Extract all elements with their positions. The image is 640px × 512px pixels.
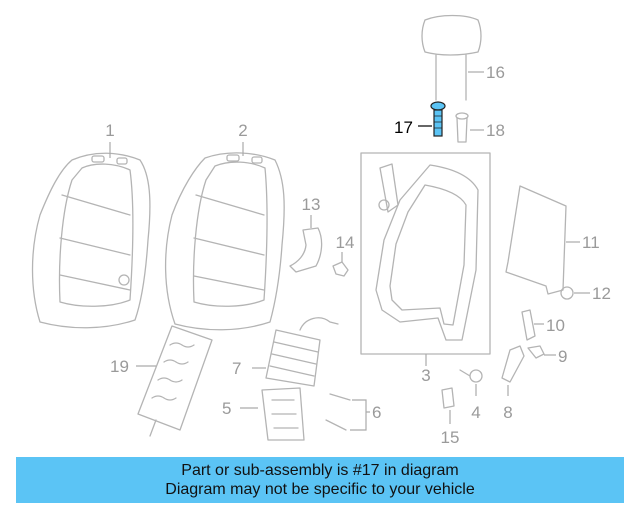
part-13-bracket bbox=[289, 227, 323, 273]
part-18-guide bbox=[455, 112, 469, 143]
part-12-grommet bbox=[560, 286, 574, 300]
callout-18: 18 bbox=[486, 121, 505, 140]
banner-line-1: Part or sub-assembly is #17 in diagram bbox=[181, 462, 459, 479]
part-19-seat-heater bbox=[137, 325, 213, 437]
part-2-seat-back-cover bbox=[164, 152, 285, 331]
callout-16: 16 bbox=[486, 63, 505, 82]
part-16-headrest bbox=[421, 14, 482, 101]
callout-12: 12 bbox=[592, 284, 611, 303]
callout-17: 17 bbox=[394, 118, 413, 137]
part-14-clip bbox=[332, 261, 349, 277]
part-5-lumbar-frame bbox=[261, 387, 305, 441]
callout-6: 6 bbox=[372, 403, 381, 422]
callout-14: 14 bbox=[336, 233, 355, 252]
callout-1: 1 bbox=[105, 121, 114, 140]
part-10-handle bbox=[521, 309, 536, 341]
part-11-panel bbox=[505, 185, 567, 295]
part-1-seat-cushion bbox=[31, 152, 151, 329]
callout-2: 2 bbox=[238, 121, 247, 140]
callout-19: 19 bbox=[110, 357, 129, 376]
banner-line-2: Diagram may not be specific to your vehi… bbox=[165, 481, 475, 498]
info-banner: Part or sub-assembly is #17 in diagram D… bbox=[16, 457, 624, 503]
part-15-clip bbox=[441, 387, 455, 409]
callout-13: 13 bbox=[302, 195, 321, 214]
parts-diagram: 1 2 13 14 16 17 18 bbox=[31, 14, 611, 447]
part-6-cables bbox=[325, 393, 351, 431]
callout-3: 3 bbox=[421, 366, 430, 385]
callout-7: 7 bbox=[232, 359, 241, 378]
part-7-lumbar-support bbox=[265, 317, 339, 387]
callout-9: 9 bbox=[558, 347, 567, 366]
callout-11: 11 bbox=[582, 233, 600, 252]
part-4-bolt bbox=[459, 369, 483, 383]
part-3-frame-box bbox=[360, 152, 491, 355]
part-8-lever bbox=[501, 345, 525, 383]
callout-10: 10 bbox=[546, 316, 565, 335]
part-17-bolt bbox=[430, 101, 446, 137]
callout-15: 15 bbox=[441, 428, 460, 447]
callout-5: 5 bbox=[222, 399, 231, 418]
callout-4: 4 bbox=[471, 403, 480, 422]
part-9-clip bbox=[527, 345, 545, 359]
part-3-seat-frame bbox=[375, 163, 479, 341]
callout-8: 8 bbox=[503, 403, 512, 422]
